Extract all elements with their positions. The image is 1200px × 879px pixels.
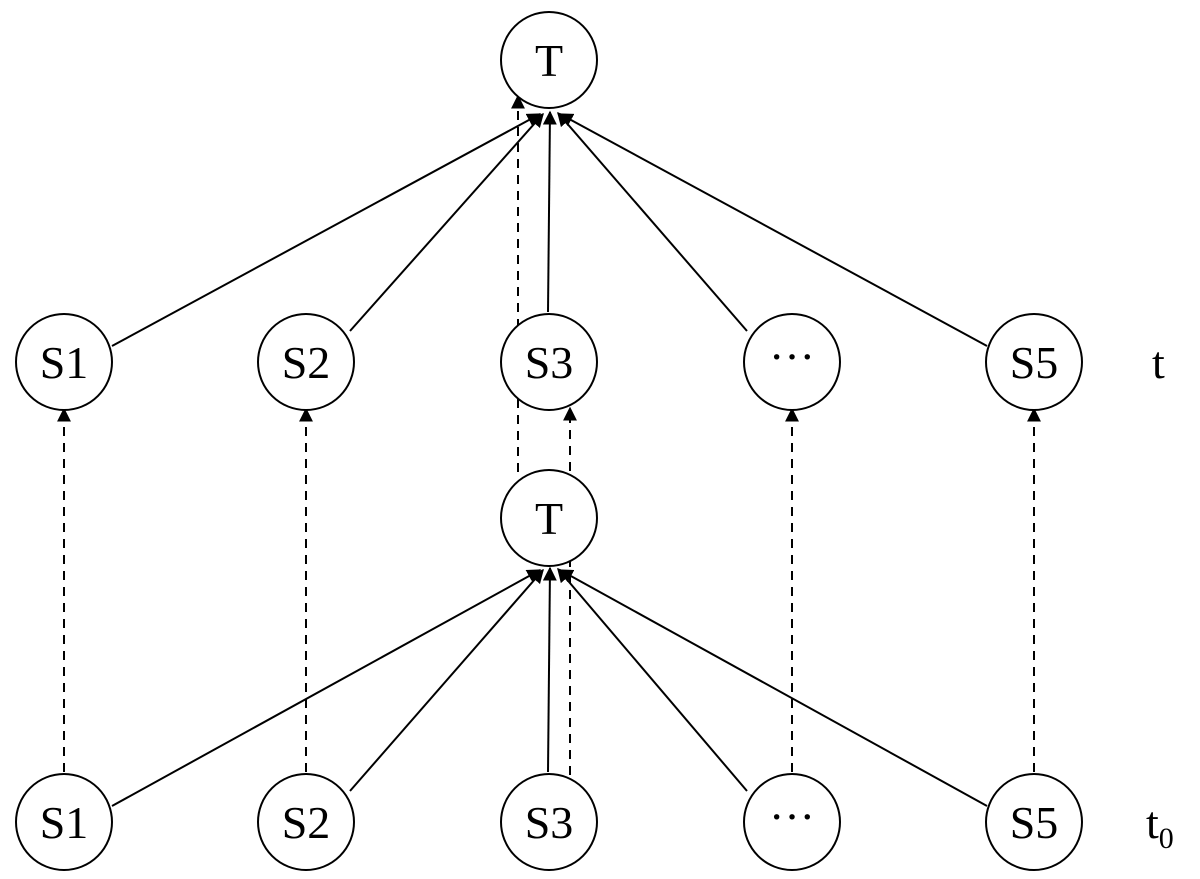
node-s4-t: ··· [743, 313, 841, 411]
edge-s2-t-to-top-t [349, 112, 544, 332]
node-s3-t-label: S3 [525, 337, 574, 388]
node-s4-t0: ··· [743, 773, 841, 871]
node-s4-t-label: ··· [769, 331, 815, 382]
node-s5-t0-label: S5 [1010, 797, 1059, 848]
node-s1-t-label: S1 [40, 337, 89, 388]
time-label-t0-subscript: 0 [1159, 822, 1174, 855]
time-label-t0-main: t [1146, 797, 1159, 848]
node-s5-t0: S5 [985, 773, 1083, 871]
edge-s3-t0-to-mid-t [542, 566, 557, 773]
edge-s2-t0-to-mid-t [349, 568, 544, 792]
edge-s4-t0-to-mid-t [557, 567, 748, 792]
node-t-top: T [500, 11, 598, 109]
node-s3-t0: S3 [500, 773, 598, 871]
edge-s3-t-to-top-t [542, 110, 557, 313]
edge-s4-t-to-top-t [557, 111, 748, 332]
node-s5-t: S5 [985, 313, 1083, 411]
node-s2-t-label: S2 [282, 337, 331, 388]
edge-s1-t-to-top-t [111, 113, 542, 347]
node-s4-t0-label: ··· [769, 791, 815, 842]
node-s3-t0-label: S3 [525, 797, 574, 848]
node-s5-t-label: S5 [1010, 337, 1059, 388]
node-t-middle: T [500, 469, 598, 567]
node-s1-t0: S1 [15, 773, 113, 871]
edge-s5-t-to-top-t [558, 113, 988, 347]
node-s3-t: S3 [500, 313, 598, 411]
node-s1-t: S1 [15, 313, 113, 411]
node-t-middle-label: T [535, 493, 563, 544]
edge-s1-t0-to-mid-t [111, 569, 542, 807]
node-s2-t0-label: S2 [282, 797, 331, 848]
node-t-top-label: T [535, 35, 563, 86]
time-label-t: t [1152, 337, 1165, 388]
node-s1-t0-label: S1 [40, 797, 89, 848]
node-s2-t: S2 [257, 313, 355, 411]
node-s2-t0: S2 [257, 773, 355, 871]
edge-s5-t0-to-mid-t [558, 569, 988, 807]
time-label-t0: t0 [1146, 797, 1174, 855]
